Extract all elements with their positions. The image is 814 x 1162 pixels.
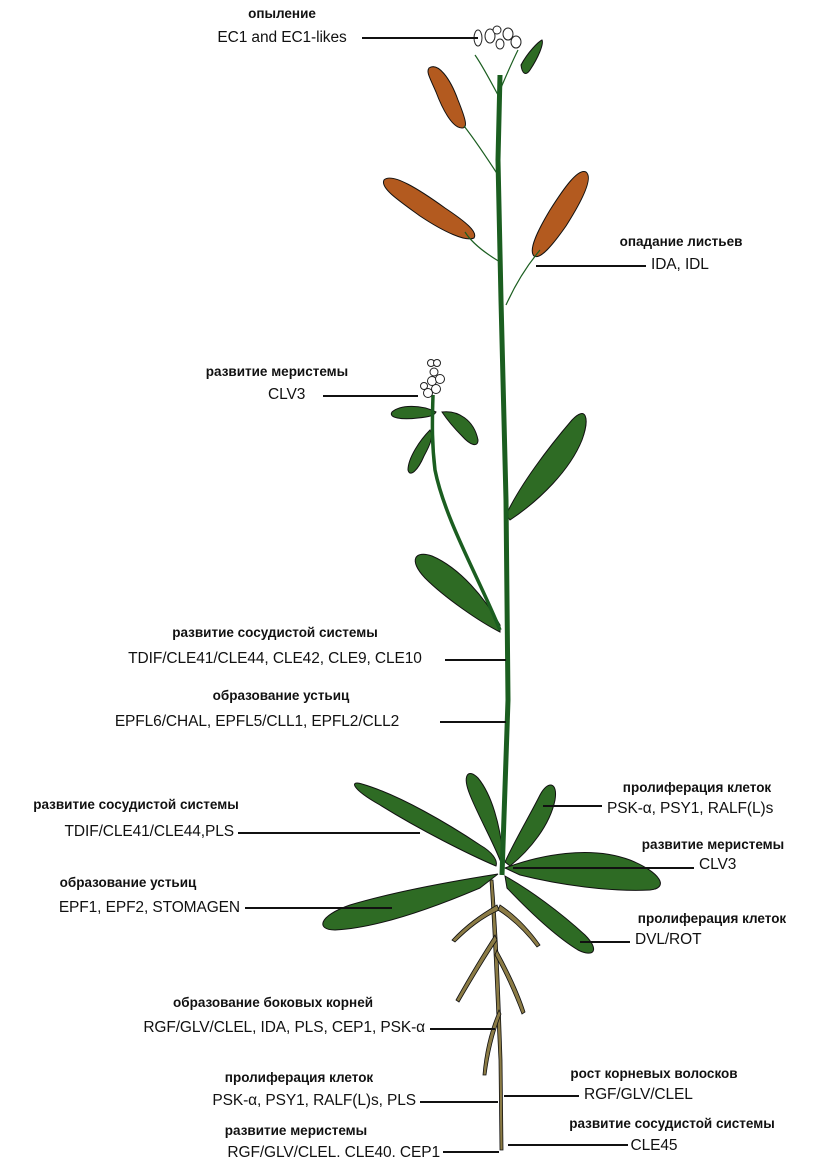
root-system <box>452 880 540 1150</box>
label-peptides-vascular-stem: TDIF/CLE41/CLE44, CLE42, CLE9, CLE10 <box>128 651 422 667</box>
label-peptides-proliferation-leaf: DVL/ROT <box>635 932 701 948</box>
label-peptides-abscission: IDA, IDL <box>651 257 709 273</box>
label-title-meristem-root: развитие меристемы <box>225 1124 367 1138</box>
lateral-root <box>456 935 497 1002</box>
stems <box>432 50 540 875</box>
label-title-vascular-root: развитие сосудистой системы <box>569 1117 775 1131</box>
label-title-proliferation-root: пролиферация клеток <box>225 1071 373 1085</box>
label-title-meristem-shoot: развитие меристемы <box>206 365 348 379</box>
flower-bud <box>493 26 501 34</box>
pedicel <box>500 50 518 90</box>
label-peptides-meristem-rosette: CLV3 <box>699 857 736 873</box>
main-stem <box>498 75 508 875</box>
branch-leaf <box>442 412 478 445</box>
label-title-meristem-rosette: развитие меристемы <box>642 838 784 852</box>
pedicel <box>475 55 498 95</box>
pedicel <box>464 126 498 175</box>
label-peptides-lateral-roots: RGF/GLV/CLEL, IDA, PLS, CEP1, PSK-α <box>143 1020 425 1036</box>
stem-leaf <box>521 40 542 73</box>
flower-bud <box>503 28 513 40</box>
label-title-root-hairs: рост корневых волосков <box>570 1067 737 1081</box>
label-peptides-vascular-root: CLE45 <box>631 1138 678 1154</box>
label-peptides-stomata-stem: EPFL6/CHAL, EPFL5/CLL1, EPFL2/CLL2 <box>115 714 399 730</box>
label-title-vascular-stem: развитие сосудистой системы <box>172 626 378 640</box>
pedicel <box>506 250 540 305</box>
label-title-proliferation-rosette: пролиферация клеток <box>623 781 771 795</box>
label-title-lateral-roots: образование боковых корней <box>173 996 373 1010</box>
flower-bud <box>421 383 428 390</box>
label-peptides-proliferation-root: PSK-α, PSY1, RALF(L)s, PLS <box>212 1093 416 1109</box>
flower-bud <box>436 375 445 384</box>
label-peptides-meristem-root: RGF/GLV/CLEL. CLE40. CEP1 <box>227 1145 440 1161</box>
seed-pod <box>383 178 474 239</box>
label-title-stomata-stem: образование устьиц <box>213 689 350 703</box>
label-peptides-pollination: EC1 and EC1-likes <box>217 30 346 46</box>
flower-bud <box>434 360 441 367</box>
lateral-root <box>452 905 499 942</box>
seed-pod <box>428 67 466 128</box>
stem-leaf <box>415 554 500 632</box>
label-peptides-stomata-leaf: EPF1, EPF2, STOMAGEN <box>59 900 240 916</box>
label-title-proliferation-leaf: пролиферация клеток <box>638 912 786 926</box>
label-title-vascular-leaf: развитие сосудистой системы <box>33 798 239 812</box>
label-peptides-proliferation-rosette: PSK-α, PSY1, RALF(L)s <box>607 801 773 817</box>
branch-leaf <box>391 406 436 418</box>
branch-leaf <box>408 430 432 473</box>
rosette-leaf <box>505 852 660 890</box>
label-peptides-root-hairs: RGF/GLV/CLEL <box>584 1087 693 1103</box>
flower-bud <box>511 36 521 48</box>
flower-bud <box>430 368 438 376</box>
label-title-pollination: опыление <box>248 7 316 21</box>
label-title-abscission: опадание листьев <box>620 235 743 249</box>
stem-leaf <box>506 414 586 520</box>
label-peptides-vascular-leaf: TDIF/CLE41/CLE44,PLS <box>65 824 234 840</box>
seed-pods <box>383 67 588 257</box>
seed-pod <box>532 171 588 256</box>
label-peptides-meristem-shoot: CLV3 <box>268 387 305 403</box>
rosette-leaf <box>505 785 556 866</box>
flower-bud <box>496 39 504 49</box>
label-title-stomata-leaf: образование устьиц <box>60 876 197 890</box>
